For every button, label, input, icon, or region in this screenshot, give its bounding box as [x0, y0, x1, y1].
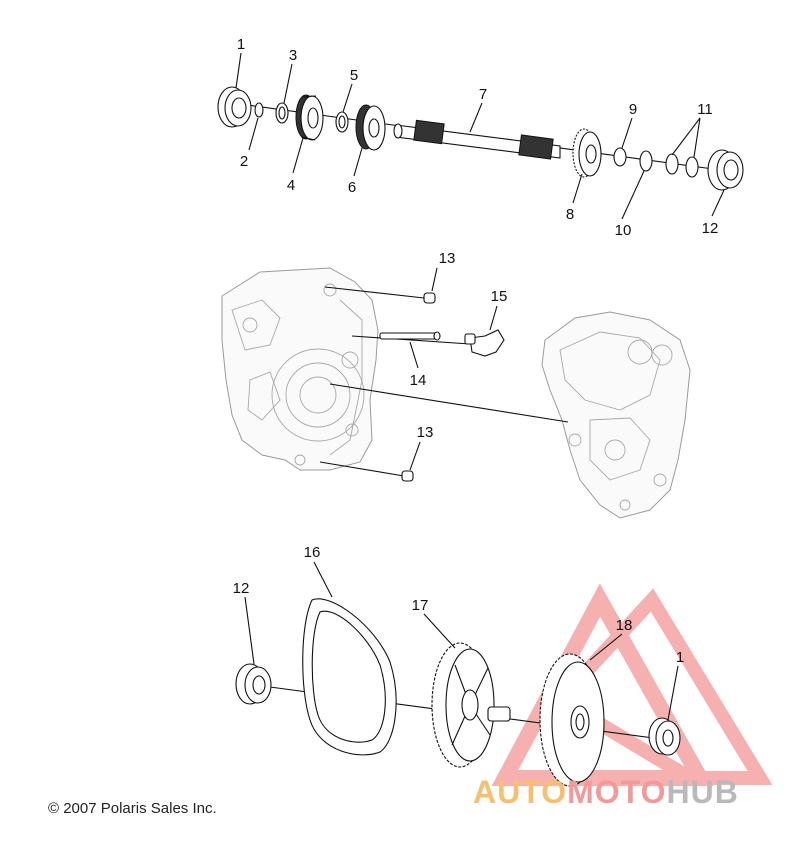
part-4-gear: [295, 94, 324, 141]
watermark-auto: AUTO: [473, 774, 568, 810]
callout-labels: 1 2 3 4 5 6 7 8 9 10 11 12 13 15 14 13 1…: [233, 36, 719, 666]
right-case-half: [541, 311, 691, 519]
callout-10: 10: [615, 222, 632, 239]
left-case-half: [221, 267, 379, 471]
part-5-washer: [335, 111, 349, 133]
callout-17: 17: [412, 597, 429, 614]
watermark-hub: HUB: [666, 774, 739, 810]
part-14-fork-shaft: [379, 331, 441, 341]
callout-2: 2: [240, 153, 248, 170]
callout-16: 16: [304, 544, 321, 561]
part-2-snap-ring: [254, 102, 264, 118]
callout-14: 14: [410, 372, 427, 389]
part-18-sprocket: [539, 653, 605, 787]
part-13-dowel-lower: [401, 470, 414, 482]
drive-assembly: [235, 561, 681, 787]
part-11-rings: [665, 153, 699, 178]
watermark-moto: MOTO: [567, 774, 667, 810]
part-13-dowel-upper: [423, 292, 436, 304]
callout-13-lower: 13: [417, 424, 434, 441]
callout-5: 5: [350, 67, 358, 84]
callout-12-lower: 12: [233, 580, 250, 597]
part-8-gear: [572, 128, 602, 178]
part-10-snap-ring: [639, 150, 653, 172]
callout-1: 1: [237, 36, 245, 53]
part-3-washer: [275, 102, 289, 124]
part-12-bearing: [707, 149, 744, 191]
watermark-logo-text: AUTOMOTOHUB: [473, 774, 739, 811]
part-9-washer: [613, 147, 627, 167]
callout-13-upper: 13: [439, 250, 456, 267]
callout-9: 9: [629, 101, 637, 118]
callout-6: 6: [348, 179, 356, 196]
part-17-driven-gear: [431, 642, 511, 768]
callout-12: 12: [702, 220, 719, 237]
callout-4: 4: [287, 177, 295, 194]
part-1-bearing: [217, 86, 252, 128]
part-12-bearing-lower: [235, 663, 272, 705]
part-1-bearing-lower: [648, 717, 681, 756]
copyright-notice: © 2007 Polaris Sales Inc.: [48, 800, 217, 817]
callout-18: 18: [616, 617, 633, 634]
part-15-shift-fork: [464, 329, 505, 357]
callout-11: 11: [697, 101, 713, 118]
shaft-assembly: [217, 52, 744, 220]
callout-8: 8: [566, 206, 574, 223]
callout-15: 15: [491, 288, 508, 305]
callout-7: 7: [479, 86, 487, 103]
part-6-gear: [355, 104, 386, 151]
part-16-drive-chain: [302, 598, 397, 756]
callout-3: 3: [289, 47, 297, 64]
part-7-shaft: [393, 119, 561, 160]
transmission-cases: [221, 267, 691, 519]
callout-1-lower: 1: [676, 649, 684, 666]
